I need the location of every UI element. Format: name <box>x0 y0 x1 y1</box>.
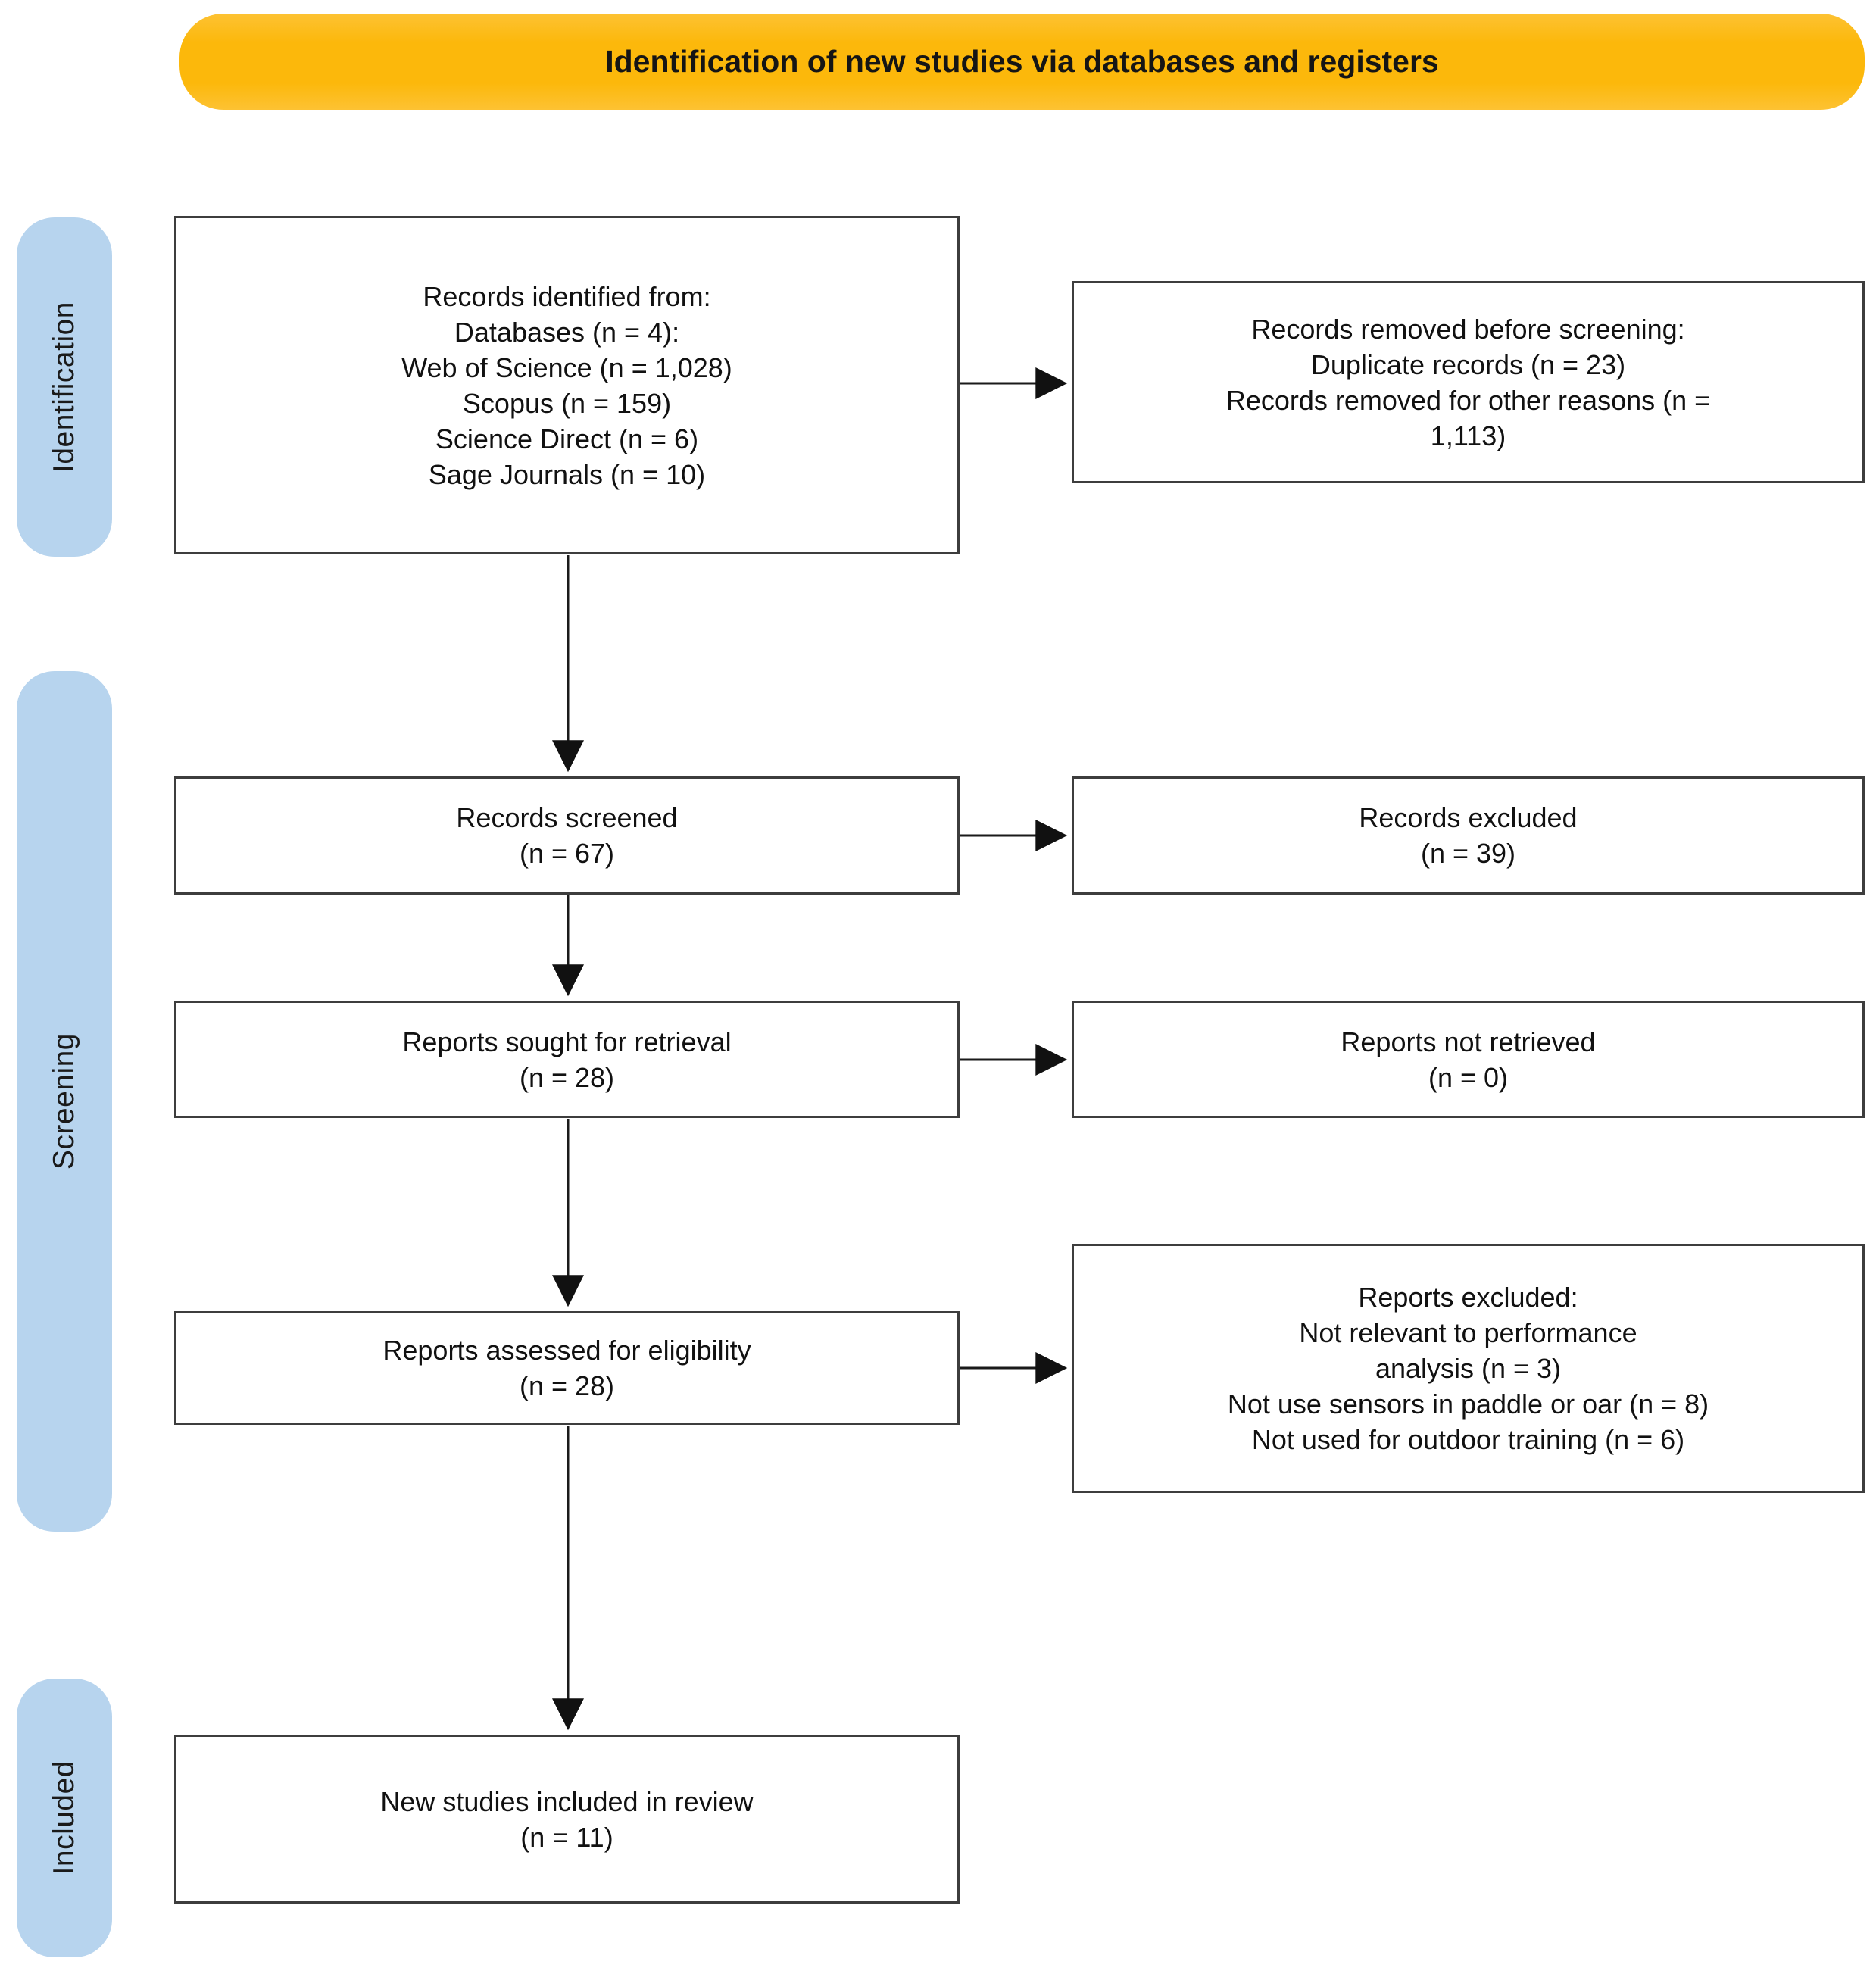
box-records-removed-before-screening: Records removed before screening:Duplica… <box>1072 281 1865 483</box>
box-records-screened: Records screened(n = 67) <box>174 776 960 895</box>
stage-label-identification: Identification <box>48 301 80 473</box>
box-records-excluded: Records excluded(n = 39) <box>1072 776 1865 895</box>
stage-pill-identification: Identification <box>17 217 112 557</box>
box-reports-excluded-reasons: Reports excluded:Not relevant to perform… <box>1072 1244 1865 1493</box>
banner-title: Identification of new studies via databa… <box>605 44 1439 79</box>
stage-pill-included: Included <box>17 1679 112 1957</box>
box-reports-sought-for-retrieval: Reports sought for retrieval(n = 28) <box>174 1001 960 1118</box>
stage-pill-screening: Screening <box>17 671 112 1532</box>
box-records-identified: Records identified from:Databases (n = 4… <box>174 216 960 554</box>
stage-label-screening: Screening <box>48 1032 80 1170</box>
box-reports-not-retrieved: Reports not retrieved(n = 0) <box>1072 1001 1865 1118</box>
banner-identification-header: Identification of new studies via databa… <box>179 14 1865 110</box>
box-reports-assessed-for-eligibility: Reports assessed for eligibility(n = 28) <box>174 1311 960 1425</box>
box-new-studies-included: New studies included in review(n = 11) <box>174 1735 960 1904</box>
stage-label-included: Included <box>48 1760 80 1875</box>
